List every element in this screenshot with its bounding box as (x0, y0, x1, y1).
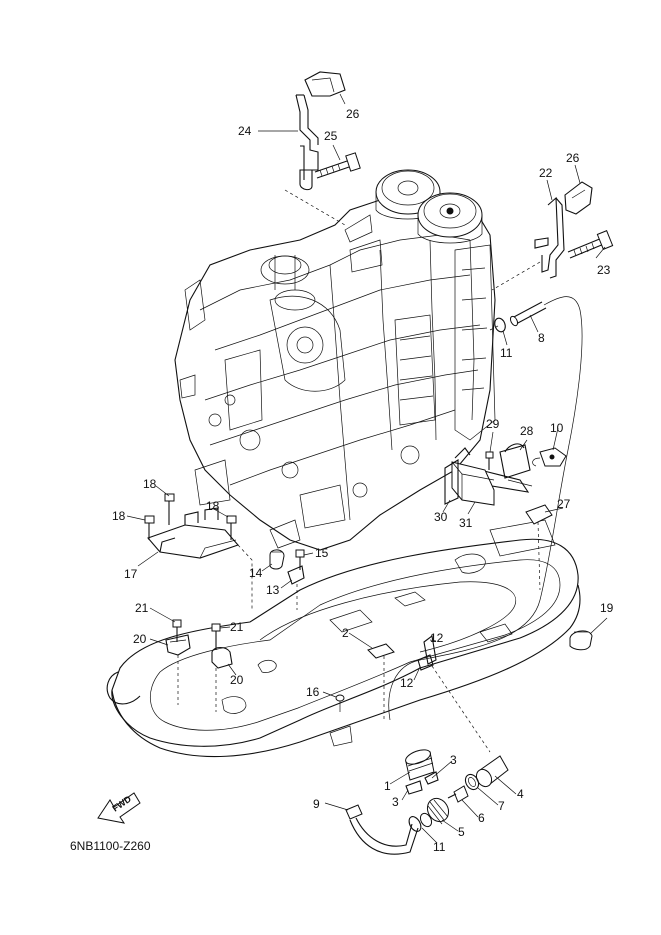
callout-26-top: 26 (346, 107, 360, 121)
callout-5: 5 (458, 825, 465, 839)
cam-gear-front (417, 192, 483, 244)
callout-19: 19 (600, 601, 614, 615)
callout-18-left: 18 (112, 509, 126, 523)
bolt-18-left (144, 515, 155, 540)
joint-5 (419, 797, 450, 828)
callout-18-top: 18 (143, 477, 157, 491)
callout-9: 9 (313, 797, 320, 811)
cover-30 (444, 459, 459, 505)
callout-13: 13 (266, 583, 280, 597)
clamp-11-upper (489, 317, 506, 333)
callout-2: 2 (342, 626, 349, 640)
callout-25: 25 (324, 129, 338, 143)
callout-14: 14 (249, 566, 263, 580)
clip-13-14-15 (269, 549, 305, 610)
clip-20-right (211, 623, 233, 712)
callout-4: 4 (517, 787, 524, 801)
callout-31: 31 (459, 516, 473, 530)
grommet-4 (475, 755, 509, 788)
callout-18-right: 18 (206, 499, 220, 513)
callout-26-right: 26 (566, 151, 580, 165)
bracket-17 (147, 507, 253, 610)
bolt-18-mid (164, 493, 175, 525)
fwd-arrow-icon: FWD (97, 792, 141, 824)
callout-11-upper: 11 (500, 346, 513, 360)
callout-1: 1 (384, 779, 391, 793)
relay-31 (451, 447, 495, 506)
grommet-1 (405, 749, 435, 781)
fitting-12 (417, 635, 491, 753)
plate-2 (367, 643, 395, 720)
callout-3-lower: 3 (392, 795, 399, 809)
callout-6: 6 (478, 811, 485, 825)
callout-3-upper: 3 (450, 753, 457, 767)
bracket-22-assembly (491, 181, 614, 291)
callout-28: 28 (520, 424, 534, 438)
callout-16: 16 (306, 685, 320, 699)
hose-9 (345, 804, 419, 855)
callout-12-lower: 12 (400, 676, 414, 690)
nipple-6 (447, 785, 469, 803)
callout-8: 8 (538, 331, 545, 345)
connector-10 (532, 447, 567, 467)
callout-12-upper: 12 (430, 631, 444, 645)
callout-30: 30 (434, 510, 448, 524)
callout-17: 17 (124, 567, 138, 581)
engine-block (174, 169, 496, 551)
clip-3-upper (424, 771, 439, 785)
callout-23: 23 (597, 263, 611, 277)
oring-7 (464, 773, 480, 791)
bolt-25 (314, 152, 361, 179)
bolt-29 (485, 451, 494, 470)
callout-27: 27 (557, 497, 571, 511)
callout-21-left: 21 (135, 601, 149, 615)
diagram-code: 6NB1100-Z260 (70, 839, 151, 853)
callout-15: 15 (315, 546, 329, 560)
cap-27 (525, 504, 553, 591)
callout-24: 24 (238, 124, 252, 138)
plug-16 (335, 694, 345, 712)
bolt-18-right (226, 515, 237, 540)
clip-20-left (165, 619, 191, 705)
callout-labels: 1 2 3 3 4 5 6 7 8 9 10 11 11 12 12 13 14… (112, 107, 614, 854)
hose-8 (388, 296, 583, 721)
leader-lines (126, 93, 608, 844)
callout-21-right: 21 (230, 620, 244, 634)
bolt-23 (567, 230, 614, 259)
callout-29: 29 (486, 417, 500, 431)
clip-3-lower (405, 780, 423, 795)
callout-20-left: 20 (133, 632, 147, 646)
clamp-11-lower (408, 816, 422, 832)
callout-11-lower: 11 (433, 840, 446, 854)
callout-7: 7 (498, 799, 505, 813)
callout-22: 22 (539, 166, 553, 180)
bracket-24-assembly (284, 71, 361, 226)
bottom-cowling (106, 519, 581, 758)
grommet-19 (569, 630, 593, 651)
callout-10: 10 (550, 421, 564, 435)
callout-20-right: 20 (230, 673, 244, 687)
